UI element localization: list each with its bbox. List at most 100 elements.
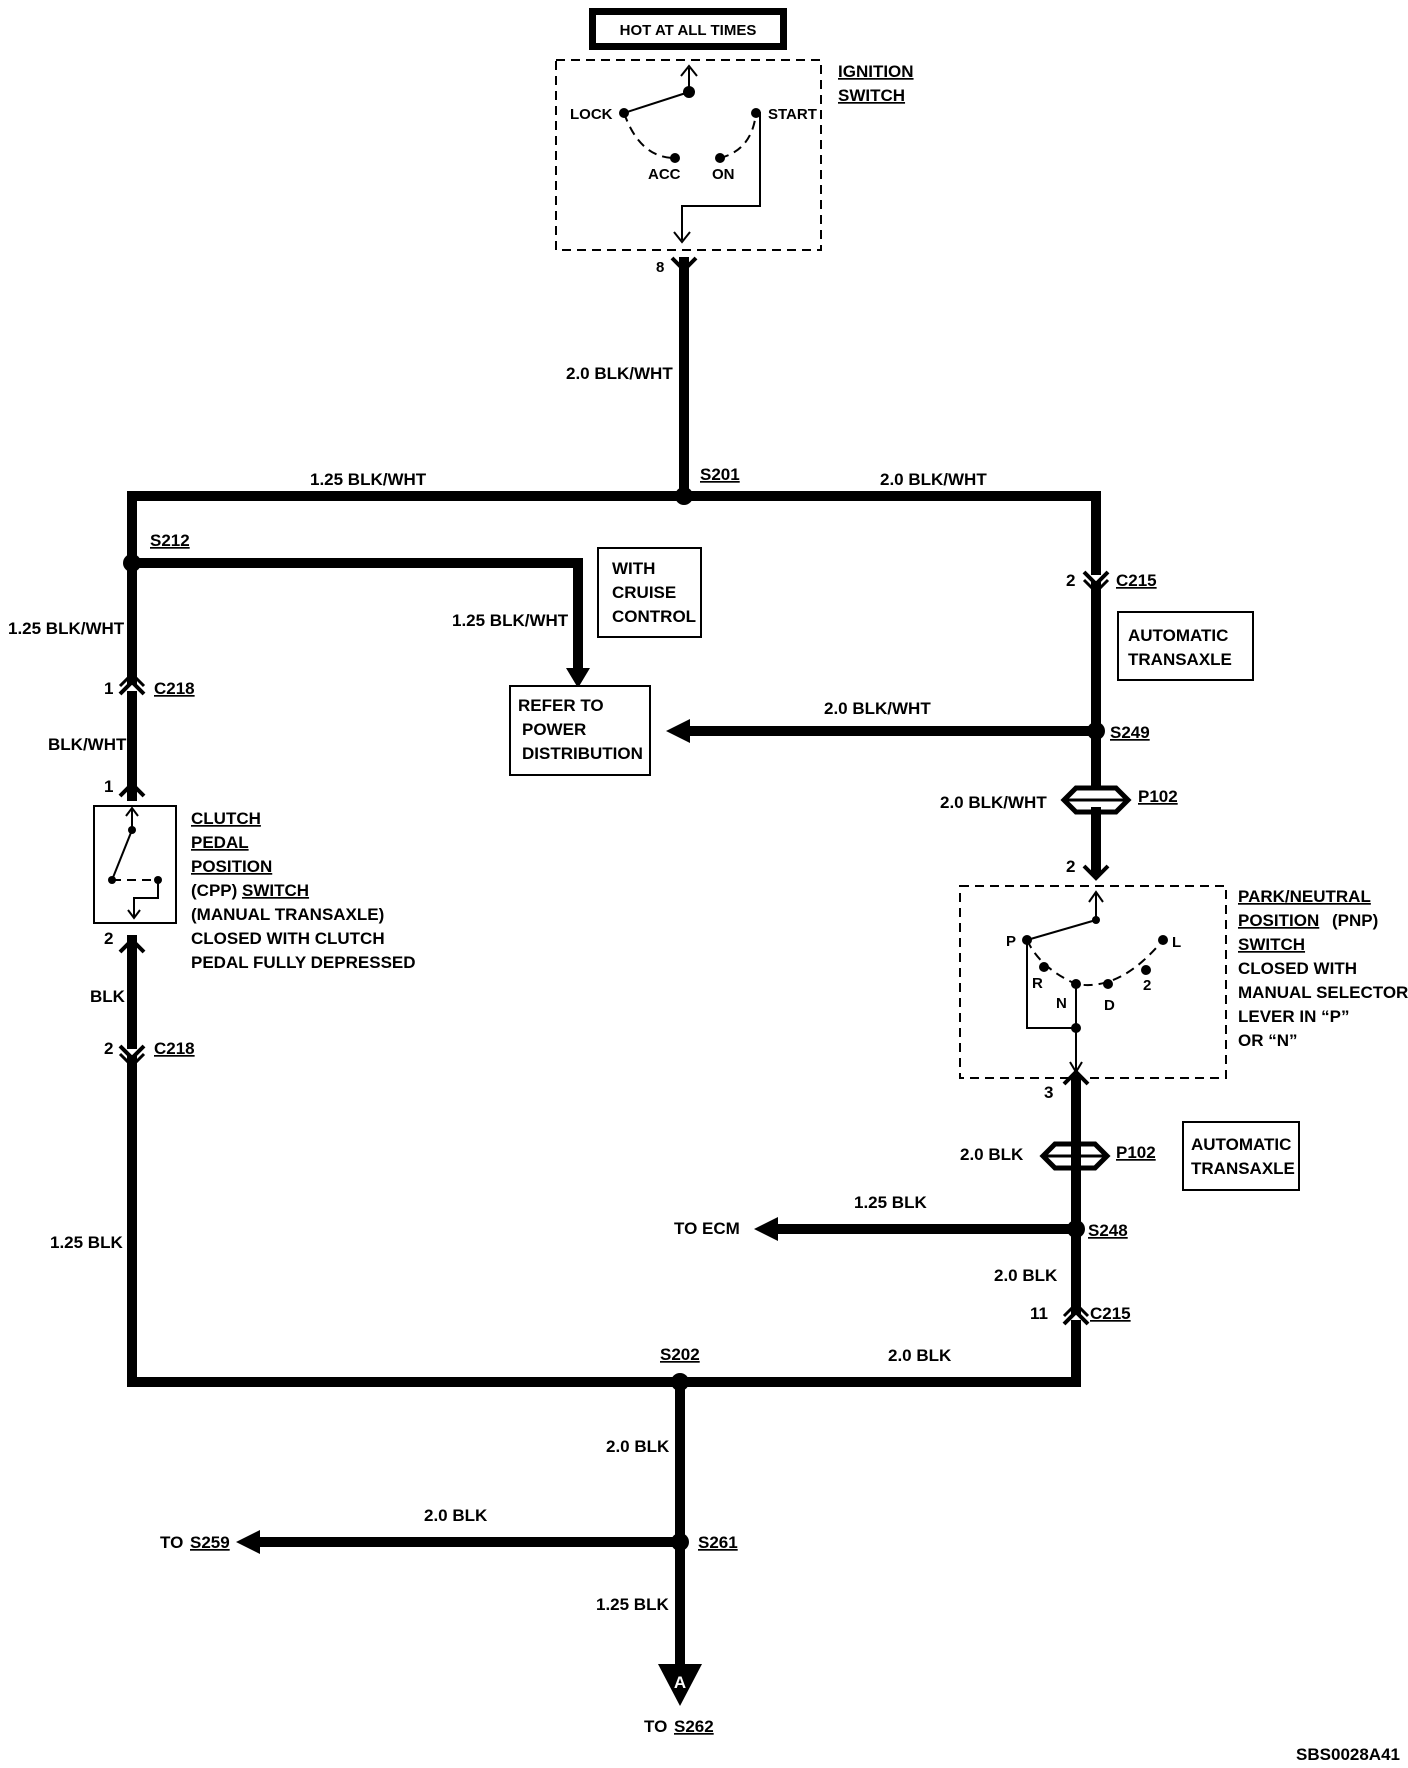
wire-label-right-top: 2.0 BLK/WHT (880, 470, 987, 489)
automatic-transaxle-note-1: AUTOMATIC TRANSAXLE (1117, 611, 1254, 681)
svg-text:OR “N”: OR “N” (1238, 1031, 1298, 1050)
wire-cruise-branch (127, 558, 583, 673)
ignition-switch-contact-arm (623, 91, 690, 114)
lock-label: LOCK (570, 106, 613, 123)
connector-label-c218-bottom: C218 (154, 1039, 195, 1058)
wire-label-left-branch: 1.25 BLK/WHT (8, 619, 125, 638)
splice-label-s248: S248 (1088, 1221, 1128, 1240)
power-distribution-arrow-icon (666, 719, 690, 743)
wire-label-s202-down: 2.0 BLK (606, 1437, 670, 1456)
pnp-d-label: D (1104, 997, 1115, 1014)
acc-terminal (670, 153, 680, 163)
pnp-p-label: P (1006, 933, 1016, 950)
to-s259-arrow-icon (236, 1530, 260, 1554)
to-s259-prefix: TO (160, 1533, 183, 1552)
hot-at-all-times-label: HOT AT ALL TIMES (620, 22, 757, 39)
svg-text:WITH: WITH (612, 559, 655, 578)
to-s262-prefix: TO (644, 1717, 667, 1736)
to-s262-label: S262 (674, 1717, 714, 1736)
wire-network (127, 257, 1101, 1665)
svg-text:POSITION: POSITION (191, 857, 272, 876)
pnp-switch: P R N D 2 L (959, 885, 1227, 1079)
wire-label-bottom-right: 2.0 BLK (888, 1346, 952, 1365)
connector-label-c215-top: C215 (1116, 571, 1157, 590)
svg-text:MANUAL SELECTOR: MANUAL SELECTOR (1238, 983, 1408, 1002)
svg-text:CLOSED WITH CLUTCH: CLOSED WITH CLUTCH (191, 929, 385, 948)
acc-label: ACC (648, 166, 681, 183)
svg-text:POSITION: POSITION (1238, 911, 1319, 930)
wire-label-power-dist-feed: 2.0 BLK/WHT (824, 699, 931, 718)
marker-a-label: A (674, 1673, 686, 1692)
ignition-switch-title-1: IGNITION (838, 62, 914, 81)
svg-text:AUTOMATIC: AUTOMATIC (1191, 1135, 1291, 1154)
svg-text:LEVER IN “P”: LEVER IN “P” (1238, 1007, 1349, 1026)
splice-s249 (1087, 722, 1105, 740)
refer-to-power-distribution-note: REFER TO POWER DISTRIBUTION (509, 685, 651, 776)
wire-label-to-s259: 2.0 BLK (424, 1506, 488, 1525)
connector-c215-top (1082, 570, 1110, 595)
wire-label-to-ecm: 1.25 BLK (854, 1193, 927, 1212)
connector-c218-bottom (118, 1044, 146, 1069)
ignition-switch-pin: 8 (656, 259, 664, 276)
connector-label-c215-bottom: C215 (1090, 1304, 1131, 1323)
svg-text:AUTOMATIC: AUTOMATIC (1128, 626, 1228, 645)
pnp-r-label: R (1032, 975, 1043, 992)
wire-label-s261-down: 1.25 BLK (596, 1595, 669, 1614)
svg-text:TRANSAXLE: TRANSAXLE (1128, 650, 1232, 669)
wire-label-clutch-out: BLK (90, 987, 126, 1006)
svg-text:REFER TO: REFER TO (518, 696, 604, 715)
svg-text:SWITCH: SWITCH (242, 881, 309, 900)
svg-text:(PNP): (PNP) (1332, 911, 1378, 930)
svg-text:CONTROL: CONTROL (612, 607, 696, 626)
connector-c215-bottom (1062, 1301, 1090, 1326)
pin-c215-top: 2 (1066, 571, 1075, 590)
svg-text:PEDAL: PEDAL (191, 833, 249, 852)
wire-label-top-feed: 2.0 BLK/WHT (566, 364, 673, 383)
pin-pnp-top: 2 (1066, 857, 1075, 876)
start-label: START (768, 106, 817, 123)
splice-s261 (671, 1533, 689, 1551)
connector-label-p102-bottom: P102 (1116, 1143, 1156, 1162)
cruise-control-note: WITH CRUISE CONTROL (597, 547, 702, 638)
splice-label-s201: S201 (700, 465, 740, 484)
cpp-switch (93, 781, 177, 954)
automatic-transaxle-note-2: AUTOMATIC TRANSAXLE (1182, 1121, 1300, 1191)
connector-p102-top (1060, 785, 1132, 815)
marker-a-triangle-icon (658, 1664, 702, 1706)
svg-text:(MANUAL TRANSAXLE): (MANUAL TRANSAXLE) (191, 905, 384, 924)
svg-text:SWITCH: SWITCH (1238, 935, 1305, 954)
svg-text:(CPP): (CPP) (191, 881, 237, 900)
wire-label-clutch-in: BLK/WHT (48, 735, 127, 754)
pin-c218-top: 1 (104, 679, 113, 698)
cruise-arrow-icon (566, 668, 590, 688)
wire-label-cruise-feed: 1.25 BLK/WHT (452, 611, 569, 630)
on-label: ON (712, 166, 735, 183)
pnp-2-label: 2 (1143, 977, 1151, 994)
splice-s212 (123, 554, 141, 572)
svg-text:CLUTCH: CLUTCH (191, 809, 261, 828)
svg-text:CLOSED WITH: CLOSED WITH (1238, 959, 1357, 978)
figure-id: SBS0028A41 (1296, 1745, 1400, 1764)
splice-s201 (675, 487, 693, 505)
wire-label-left-bottom: 1.25 BLK (50, 1233, 123, 1252)
pnp-switch-boundary (959, 885, 1227, 1079)
pin-clutch-bottom: 2 (104, 929, 113, 948)
svg-text:POWER: POWER (522, 720, 586, 739)
connector-label-p102-top: P102 (1138, 787, 1178, 806)
ignition-switch-title-2: SWITCH (838, 86, 905, 105)
pnp-n-label: N (1056, 995, 1067, 1012)
pin-clutch-top: 1 (104, 777, 113, 796)
connector-c218-top (118, 671, 146, 696)
to-ecm-arrow-icon (754, 1217, 778, 1241)
wire-label-p102-bottom: 2.0 BLK (960, 1145, 1024, 1164)
splice-label-s249: S249 (1110, 723, 1150, 742)
wire-label-p102-top: 2.0 BLK/WHT (940, 793, 1047, 812)
splice-label-s212: S212 (150, 531, 190, 550)
pin-c218-bottom: 2 (104, 1039, 113, 1058)
splice-label-s202: S202 (660, 1345, 700, 1364)
hot-at-all-times-box: HOT AT ALL TIMES (589, 8, 787, 50)
pnp-l-label: L (1172, 934, 1181, 951)
pnp-switch-description: PARK/NEUTRAL POSITION (PNP) SWITCH CLOSE… (1238, 887, 1408, 1050)
svg-text:CRUISE: CRUISE (612, 583, 676, 602)
